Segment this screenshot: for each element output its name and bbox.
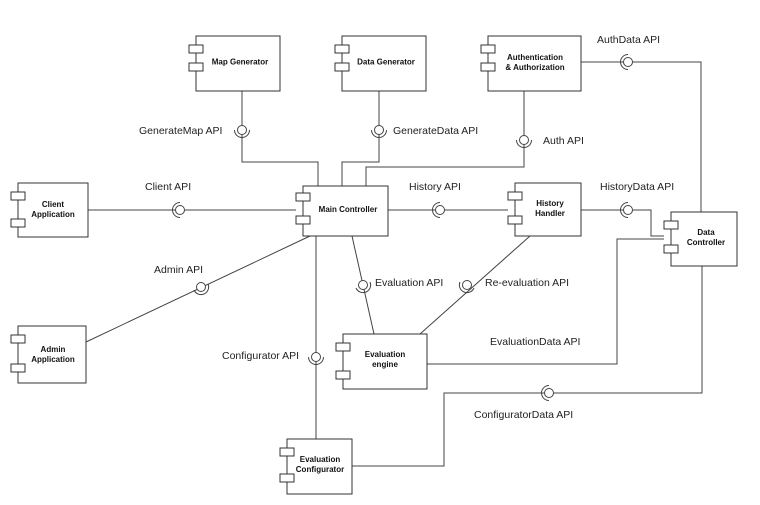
evaluation-api-symbol [355,280,372,294]
component-evaluation-engine: Evaluation engine [335,333,428,390]
generatedata-api-label: GenerateData API [393,125,478,137]
component-label: Handler [535,209,565,218]
interface-labels: GenerateMap API GenerateData API Auth AP… [139,34,674,421]
component-authentication-authorization: Authentication & Authorization [480,35,582,92]
component-label: Application [31,210,75,219]
component-label: Map Generator [212,58,268,67]
connection-wires [85,61,703,467]
generatemap-api-label: GenerateMap API [139,125,222,137]
history-api-label: History API [409,181,461,193]
component-label: engine [372,360,398,369]
component-admin-application: Admin Application [10,325,87,384]
generatemap-api-symbol [234,125,250,138]
component-label: Application [31,355,75,364]
reevaluation-api-label: Re-evaluation API [485,277,569,289]
component-label: Main Controller [319,205,378,214]
component-evaluation-configurator: Evaluation Configurator [279,438,353,495]
component-label: Client [42,200,65,209]
component-label: Evaluation [300,455,341,464]
component-data-controller: Data Controller [663,211,738,267]
component-client-application: Client Application [10,182,89,238]
history-api-symbol [432,202,445,218]
component-label: Data [697,228,715,237]
wire-data-generator [341,91,380,186]
wire-auth [365,91,525,186]
historydata-api-label: HistoryData API [600,181,674,193]
authdata-api-label: AuthData API [597,34,660,46]
evaluationdata-api-label: EvaluationData API [490,336,580,348]
wire-historydata [581,209,664,237]
historydata-api-symbol [620,202,633,218]
auth-api-symbol [516,135,532,148]
component-label: & Authorization [505,63,564,72]
configuratordata-api-label: ConfiguratorData API [474,409,573,421]
component-label: History [536,199,564,208]
wire-reevaluation [419,235,531,335]
admin-api-label: Admin API [154,264,203,276]
component-history-handler: History Handler [507,182,582,237]
component-label: Evaluation [365,350,406,359]
component-label: Admin [41,345,66,354]
component-main-controller: Main Controller [295,185,389,237]
component-data-generator: Data Generator [334,35,427,92]
admin-api-symbol [193,282,210,296]
evaluation-api-label: Evaluation API [375,277,443,289]
reevaluation-api-symbol [458,280,475,294]
authdata-api-symbol [620,54,633,70]
component-label: Controller [687,238,725,247]
client-api-symbol [172,202,185,218]
configuratordata-api-symbol [541,385,554,401]
component-label: Data Generator [357,58,415,67]
interface-symbols [172,54,633,401]
component-label: Configurator [296,465,344,474]
wire-evaluationdata [427,238,664,365]
component-map-generator: Map Generator [188,35,281,92]
wire-configuratordata [352,266,703,467]
client-api-label: Client API [145,181,191,193]
auth-api-label: Auth API [543,135,584,147]
configurator-api-symbol [308,352,324,365]
wire-map-generator [241,91,319,186]
generatedata-api-symbol [371,125,387,138]
configurator-api-label: Configurator API [222,350,299,362]
component-label: Authentication [507,53,563,62]
